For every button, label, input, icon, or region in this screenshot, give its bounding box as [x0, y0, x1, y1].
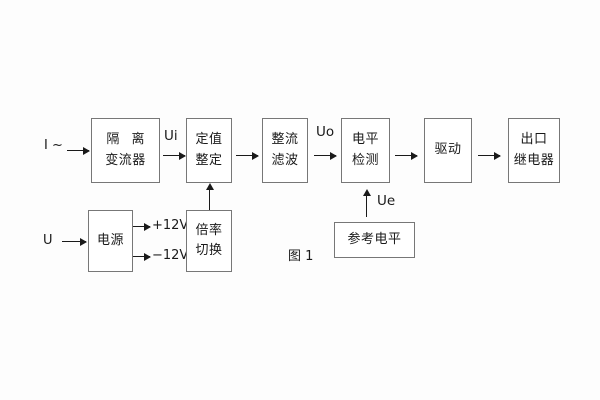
block-isolation-ct: 隔 离 变流器 [91, 118, 160, 183]
block-multiplier-switch-line-2: 切换 [195, 243, 223, 258]
arrow-multiplier-to-setting [205, 183, 214, 210]
block-output-relay-line-2: 继电器 [513, 152, 555, 168]
arrow-rectify-to-level [314, 151, 337, 160]
block-multiplier-switch-line-1: 倍率 [195, 222, 223, 238]
block-driver: 驱动 [424, 118, 472, 183]
block-setting-value-line-1: 定值 [195, 132, 223, 148]
arrow-voltage-to-power [62, 237, 87, 246]
block-rectify-filter-line-2: 滤波 [271, 152, 299, 168]
signal-label-uo: Uo [316, 124, 335, 140]
block-setting-value: 定值 整定 [186, 118, 232, 183]
block-output-relay-line-1: 出口 [520, 132, 548, 148]
arrow-reference-to-level [362, 189, 371, 217]
block-reference-level: 参考电平 [334, 222, 415, 258]
block-level-detect-line-1: 电平 [351, 132, 379, 148]
arrow-rail-positive [133, 222, 151, 231]
block-power-supply-line-1: 电源 [96, 232, 124, 248]
arrow-current-to-isolation [67, 146, 90, 155]
input-label-current: I ~ [44, 138, 63, 153]
rail-label-negative: −12V [152, 248, 189, 263]
block-isolation-ct-line-1: 隔 离 [106, 132, 149, 148]
block-setting-value-line-2: 整定 [195, 152, 223, 168]
arrow-isolation-to-setting [163, 151, 186, 160]
arrow-level-to-driver [395, 151, 418, 160]
block-isolation-ct-line-2: 变流器 [105, 152, 146, 168]
block-level-detect: 电平 检测 [341, 118, 390, 183]
signal-label-ue: Ue [377, 193, 396, 209]
arrow-rail-negative [133, 252, 151, 261]
rail-label-positive: +12V [152, 218, 189, 233]
block-multiplier-switch: 倍率 切换 [186, 210, 232, 272]
arrow-setting-to-rectify [236, 151, 259, 160]
block-rectify-filter: 整流 滤波 [262, 118, 308, 183]
block-power-supply: 电源 [88, 210, 133, 272]
signal-label-ui: Ui [164, 128, 178, 144]
arrow-driver-to-relay [478, 151, 501, 160]
block-driver-line-1: 驱动 [434, 142, 462, 158]
input-label-voltage: U [43, 233, 53, 248]
block-output-relay: 出口 继电器 [508, 118, 560, 183]
figure-caption: 图 1 [288, 249, 314, 264]
block-reference-level-line-1: 参考电平 [347, 231, 402, 247]
block-rectify-filter-line-1: 整流 [271, 132, 299, 148]
block-level-detect-line-2: 检测 [351, 152, 379, 168]
